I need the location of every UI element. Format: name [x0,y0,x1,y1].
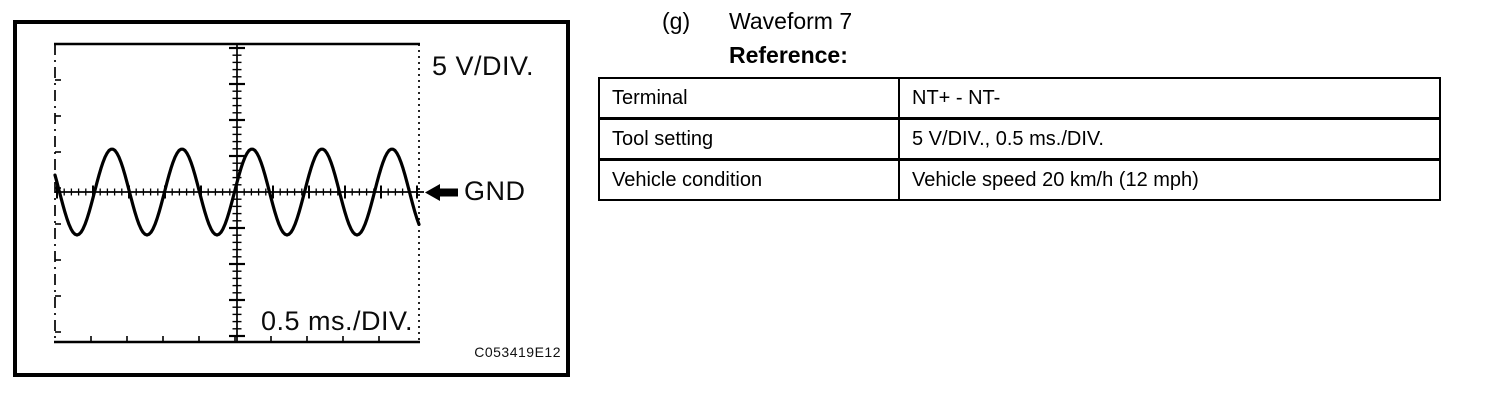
reference-table: Terminal NT+ - NT- Tool setting 5 V/DIV.… [598,77,1441,201]
table-row: Tool setting 5 V/DIV., 0.5 ms./DIV. [598,117,1441,161]
table-row: Vehicle condition Vehicle speed 20 km/h … [598,158,1441,201]
volts-per-div-label: 5 V/DIV. [432,51,535,81]
table-cell-value: NT+ - NT- [898,77,1441,120]
table-cell-value: 5 V/DIV., 0.5 ms./DIV. [898,117,1441,161]
waveform-plot [53,42,458,344]
table-cell-label: Tool setting [598,117,900,161]
oscilloscope-figure: 5 V/DIV. GND 0.5 ms./DIV. C053419E12 [13,20,570,377]
table-cell-label: Terminal [598,77,900,120]
table-cell-value: Vehicle speed 20 km/h (12 mph) [898,158,1441,201]
heading-title: Waveform 7 [729,8,853,34]
heading-subtitle: Reference: [729,42,848,68]
heading-index: (g) [662,8,691,34]
table-cell-label: Vehicle condition [598,158,900,201]
gnd-label: GND [464,176,526,206]
figure-code: C053419E12 [474,344,561,360]
time-per-div-label: 0.5 ms./DIV. [261,306,414,336]
table-row: Terminal NT+ - NT- [598,77,1441,120]
